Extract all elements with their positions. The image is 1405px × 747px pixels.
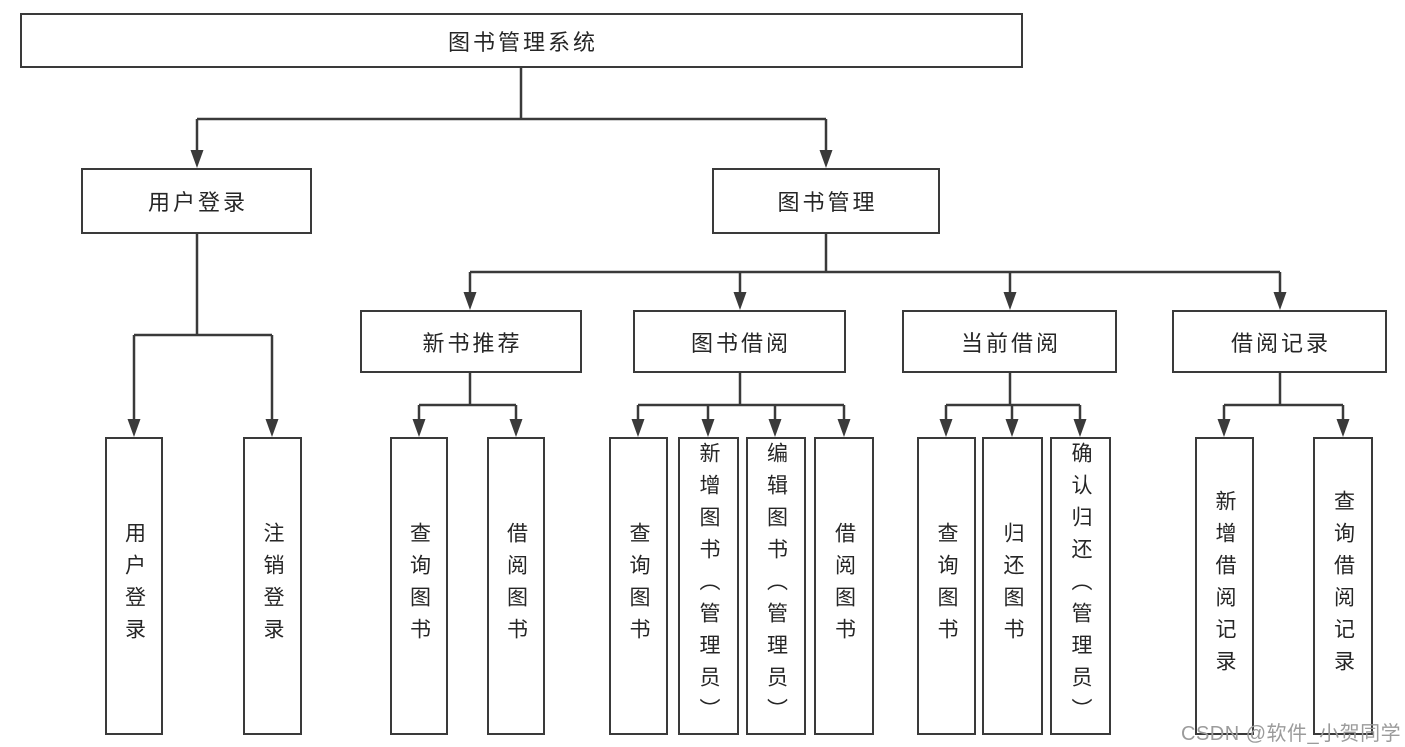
- node-library-management-system: 图书管理系统: [20, 13, 1023, 68]
- node-label: 借阅记录: [1230, 330, 1331, 356]
- node-label: 新书推荐: [422, 330, 523, 356]
- leaf-label: 查询借阅记录: [1331, 490, 1355, 682]
- leaf-edit-books-admin: 编辑图书（管理员）: [746, 437, 806, 735]
- leaf-user-login: 用户登录: [105, 437, 163, 735]
- leaf-label: 确认归还（管理员）: [1069, 442, 1092, 730]
- leaf-label: 借阅图书: [832, 522, 856, 650]
- node-label: 当前借阅: [960, 330, 1061, 356]
- leaf-label: 借阅图书: [504, 522, 528, 650]
- node-label: 图书管理: [777, 190, 878, 215]
- leaf-label: 查询图书: [627, 522, 650, 650]
- leaf-label: 新增借阅记录: [1213, 490, 1236, 682]
- node-label: 图书借阅: [690, 330, 791, 356]
- node-label: 用户登录: [147, 190, 248, 215]
- node-user-login: 用户登录: [81, 168, 312, 234]
- leaf-label: 新增图书（管理员）: [697, 442, 720, 730]
- node-label: 图书管理系统: [447, 29, 598, 55]
- node-borrowing-records: 借阅记录: [1172, 310, 1387, 373]
- leaf-query-books-recommend: 查询图书: [390, 437, 448, 735]
- leaf-label: 编辑图书（管理员）: [764, 442, 788, 730]
- leaf-label: 用户登录: [122, 522, 146, 650]
- leaf-add-books-admin: 新增图书（管理员）: [678, 437, 739, 735]
- leaf-confirm-return-admin: 确认归还（管理员）: [1050, 437, 1111, 735]
- node-book-borrowing: 图书借阅: [633, 310, 846, 373]
- leaf-label: 查询图书: [407, 522, 431, 650]
- leaf-borrow-books-recommend: 借阅图书: [487, 437, 545, 735]
- node-book-management: 图书管理: [712, 168, 940, 234]
- leaf-query-borrow-record: 查询借阅记录: [1313, 437, 1373, 735]
- node-new-book-recommendation: 新书推荐: [360, 310, 582, 373]
- leaf-label: 查询图书: [935, 522, 958, 650]
- leaf-label: 注销登录: [261, 522, 284, 650]
- leaf-label: 归还图书: [1001, 522, 1024, 650]
- leaf-logout: 注销登录: [243, 437, 302, 735]
- csdn-watermark: CSDN @软件_小贺同学: [1181, 723, 1402, 745]
- leaf-return-books: 归还图书: [982, 437, 1043, 735]
- node-current-borrowing: 当前借阅: [902, 310, 1117, 373]
- leaf-query-books-borrow: 查询图书: [609, 437, 668, 735]
- leaf-query-books-current: 查询图书: [917, 437, 976, 735]
- leaf-add-borrow-record: 新增借阅记录: [1195, 437, 1254, 735]
- leaf-borrow-books: 借阅图书: [814, 437, 874, 735]
